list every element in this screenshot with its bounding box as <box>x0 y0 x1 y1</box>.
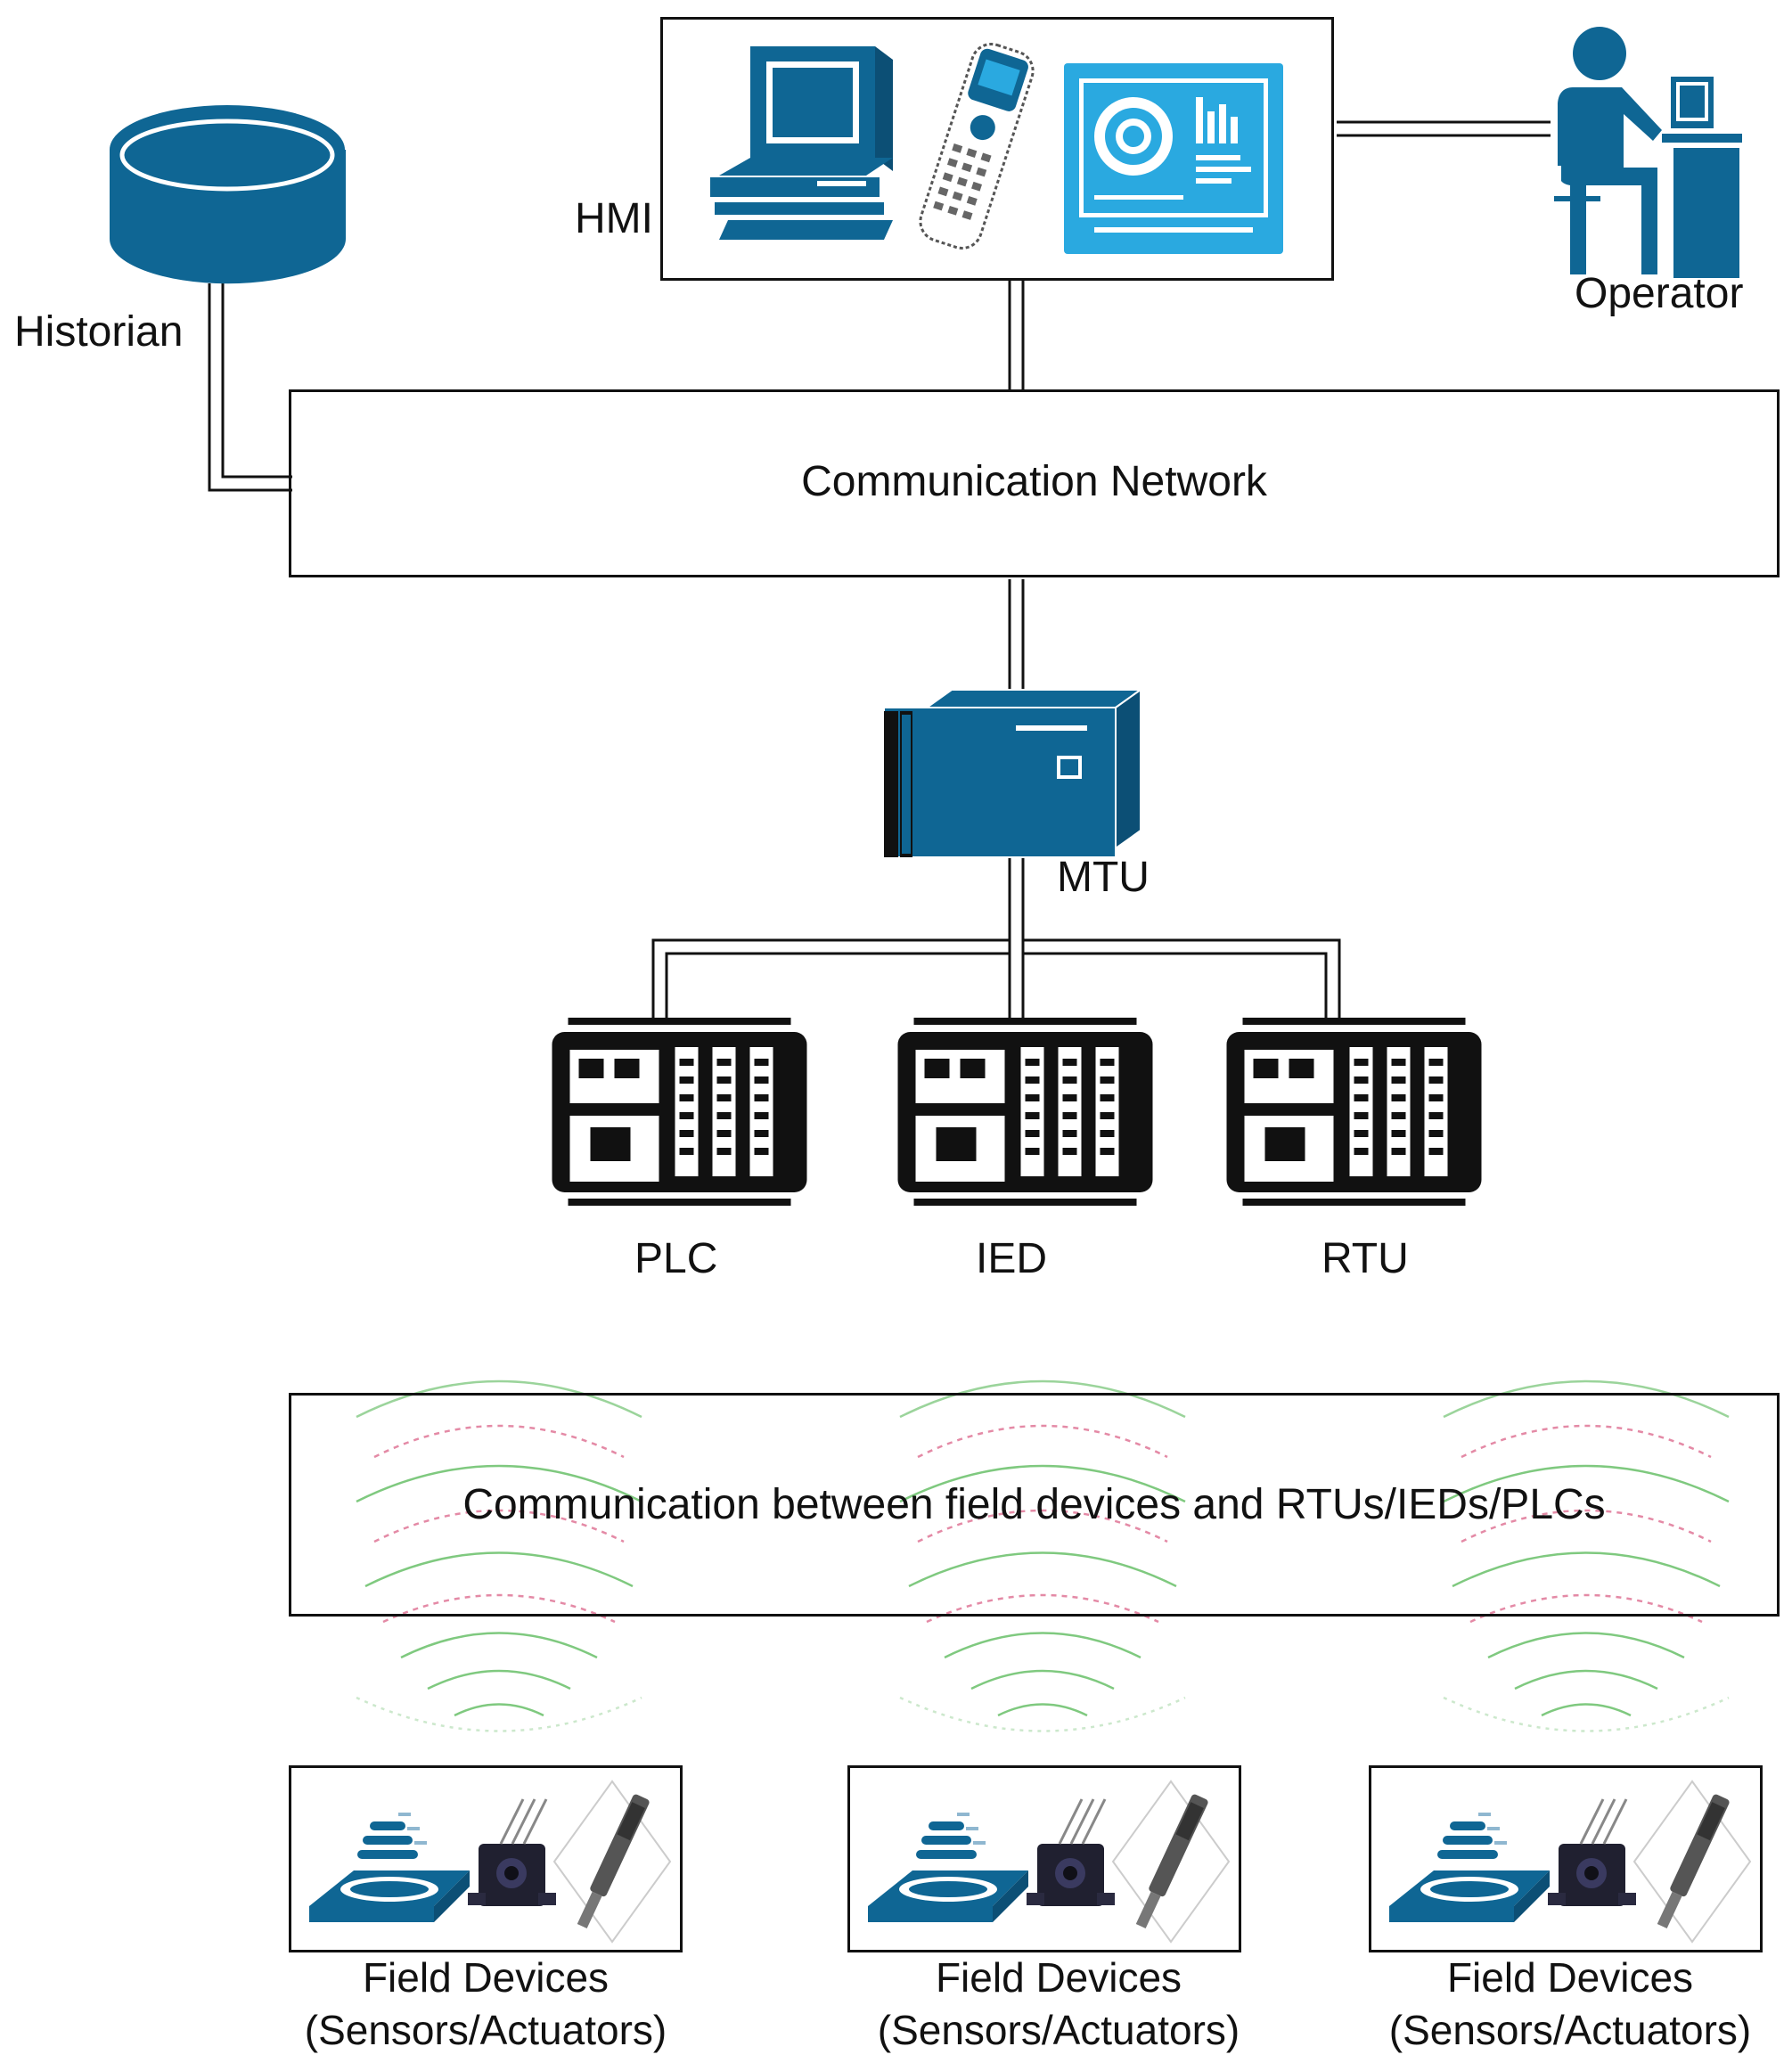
controller-icon[interactable] <box>548 1016 811 1207</box>
field-device-subtitle: (Sensors/Actuators) <box>304 2006 667 2053</box>
field-device-subtitle: (Sensors/Actuators) <box>877 2006 1240 2053</box>
field-device-box[interactable] <box>1369 1765 1763 1952</box>
sensor-icon <box>1389 1813 1550 1922</box>
communication-network-box[interactable]: Communication Network <box>289 389 1780 577</box>
actuator-icon <box>552 1780 672 1944</box>
operator-label: Operator <box>1575 270 1744 317</box>
mtu-server-icon[interactable] <box>882 688 1150 862</box>
communication-network-label: Communication Network <box>801 458 1267 505</box>
database-icon <box>110 105 346 284</box>
controller-icon[interactable] <box>1223 1016 1485 1207</box>
sensor-icon <box>868 1813 1028 1922</box>
plc-label: PLC <box>634 1235 718 1282</box>
monitor-dashboard-icon <box>1064 63 1283 254</box>
field-device-label: Field Devices (Sensors/Actuators) <box>1347 1952 1792 2057</box>
hmi-label: HMI <box>575 195 653 242</box>
field-device-box[interactable] <box>289 1765 683 1952</box>
field-device-label: Field Devices (Sensors/Actuators) <box>836 1952 1281 2057</box>
actuator-icon <box>1111 1780 1231 1944</box>
historian-network-link <box>208 283 292 492</box>
actuator-icon <box>1632 1780 1752 1944</box>
operator-icon <box>1554 27 1742 278</box>
field-device-label: Field Devices (Sensors/Actuators) <box>263 1952 708 2057</box>
ied-label: IED <box>976 1235 1048 1282</box>
mtu-rtu-link <box>1023 938 1341 1025</box>
sensor-icon <box>1027 1798 1115 1906</box>
wireless-wave-icon <box>899 1379 1186 1732</box>
computer-icon <box>710 46 893 240</box>
mtu-plc-link <box>651 938 1010 1025</box>
sensor-icon <box>1548 1798 1636 1906</box>
historian-label: Historian <box>14 308 184 356</box>
handheld-icon <box>919 43 1035 250</box>
controller-icon[interactable] <box>894 1016 1157 1207</box>
wireless-wave-icon <box>1443 1379 1730 1732</box>
field-communication-label: Communication between field devices and … <box>462 1481 1606 1528</box>
field-device-title: Field Devices <box>935 1954 1182 2001</box>
wireless-wave-icon <box>356 1379 642 1732</box>
mtu-label: MTU <box>1057 854 1150 901</box>
hmi-box[interactable] <box>660 17 1334 281</box>
sensor-icon <box>309 1813 470 1922</box>
field-device-box[interactable] <box>847 1765 1241 1952</box>
field-communication-box[interactable]: Communication between field devices and … <box>289 1393 1780 1617</box>
field-device-title: Field Devices <box>1446 1954 1694 2001</box>
field-device-subtitle: (Sensors/Actuators) <box>1388 2006 1752 2053</box>
field-device-title: Field Devices <box>362 1954 610 2001</box>
historian-node <box>105 96 350 288</box>
sensor-icon <box>468 1798 556 1906</box>
rtu-label: RTU <box>1321 1235 1409 1282</box>
